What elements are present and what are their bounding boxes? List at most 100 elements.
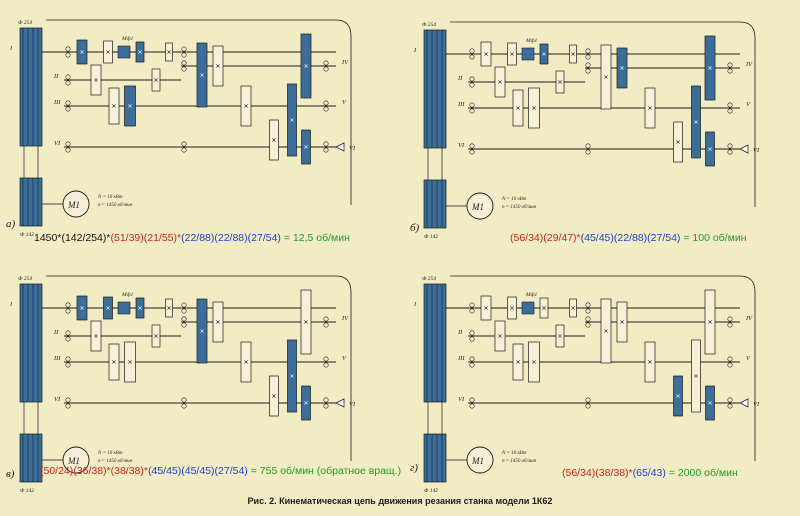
gear-fix-mark [154,334,158,338]
formula-b: (56/34)(29/47)*(45/45)(22/88)(27/54) = 1… [510,232,747,244]
gear-fix-mark [272,394,276,398]
gear-fix-mark [648,106,652,110]
shaft-label: III [457,355,465,362]
label-motor: М1 [471,456,484,466]
gear-fix-mark [304,401,308,405]
bearing-icon [727,108,733,114]
formula-a: 1450*(142/254)*(51/39)(21/55)*(22/88)(22… [34,232,350,244]
bearing-icon [727,403,733,409]
bearing-icon [65,147,71,153]
bearing-icon [469,54,475,60]
shaft-label: I [9,45,13,52]
bearing-icon [469,149,475,155]
bearing-icon [469,336,475,342]
gear-fix-mark [244,104,248,108]
drive-pulley [19,27,43,147]
gear-fix-mark [304,320,308,324]
bearing-icon [181,316,187,322]
shaft-label: I [413,301,417,308]
gear-fix-mark [290,118,294,122]
gear-fix-mark [558,80,562,84]
shaft-label: VI [349,145,356,152]
gear-fix-mark [484,52,488,56]
bearing-icon [323,322,329,328]
gear-fix-mark [167,306,171,310]
gear-fix-mark [200,73,204,77]
gear-fix-mark [216,64,220,68]
shaft-label: VI [458,142,465,149]
drive-pulley [19,283,43,403]
gear-fix-mark [138,306,142,310]
shaft-label: VI [458,396,465,403]
shaft-label: I [9,301,13,308]
gear-fix-mark [620,320,624,324]
gear-fix-mark [542,52,546,56]
bearing-icon [469,356,475,362]
label-speed: n = 1450 об/мин [502,459,537,464]
panel-letter-c: в) [6,468,15,480]
headstock-frame [46,19,352,205]
shaft-label: VI [753,147,760,154]
bearing-icon [65,46,71,52]
panel-letter-a: а) [6,218,16,230]
label-mf1: Мф1 [525,37,537,44]
bearing-icon [727,68,733,74]
label-motor: М1 [471,202,484,212]
gear-fix-mark [542,306,546,310]
bearing-icon [323,60,329,66]
gear-fix-mark [516,106,520,110]
label-power: N = 10 кВт [97,451,123,456]
bearing-icon [469,48,475,54]
bearing-icon [469,362,475,368]
bearing-icon [323,356,329,362]
bearing-icon [323,397,329,403]
bearing-icon [65,74,71,80]
motor-pulley [19,433,43,483]
label-dia-top: Ф 254 [18,275,32,282]
bearing-icon [65,397,71,403]
bearing-icon [727,102,733,108]
gear-fix-mark [200,329,204,333]
gear-fix-mark [708,320,712,324]
bearing-icon [585,397,591,403]
drive-pulley [423,29,447,149]
bearing-icon [585,403,591,409]
bearing-icon [727,143,733,149]
shaft-label: II [53,73,59,80]
gear-fix-mark [216,320,220,324]
gear-fix-mark [290,374,294,378]
panel-letter-d: г) [410,462,418,474]
gear-fix-mark [94,334,98,338]
gear-fix-mark [128,360,132,364]
shaft-label: IV [745,315,753,322]
gear-fix-mark [498,80,502,84]
shaft-label: II [457,329,463,336]
bearing-icon [181,141,187,147]
shaft-label: I [413,47,417,54]
formula-c: (50/24)(36/38)*(38/38)*(45/45)(45/45)(27… [40,465,402,477]
headstock-frame [450,275,756,461]
bearing-icon [65,80,71,86]
spindle-arrow-icon [739,398,749,408]
motor-pulley [423,433,447,483]
label-dia-bottom: Ф 142 [20,231,34,238]
clutch-mf1 [117,301,131,315]
gear-fix-mark [498,334,502,338]
label-dia-bottom: Ф 142 [20,487,34,494]
bearing-icon [585,302,591,308]
gear-fix-mark [94,78,98,82]
bearing-icon [469,397,475,403]
bearing-icon [469,403,475,409]
bearing-icon [65,141,71,147]
label-speed: n = 1450 об/мин [502,205,537,210]
bearing-icon [469,330,475,336]
shaft-label: III [53,99,61,106]
bearing-icon [727,62,733,68]
bearing-icon [727,397,733,403]
bearing-icon [65,403,71,409]
bearing-icon [323,403,329,409]
